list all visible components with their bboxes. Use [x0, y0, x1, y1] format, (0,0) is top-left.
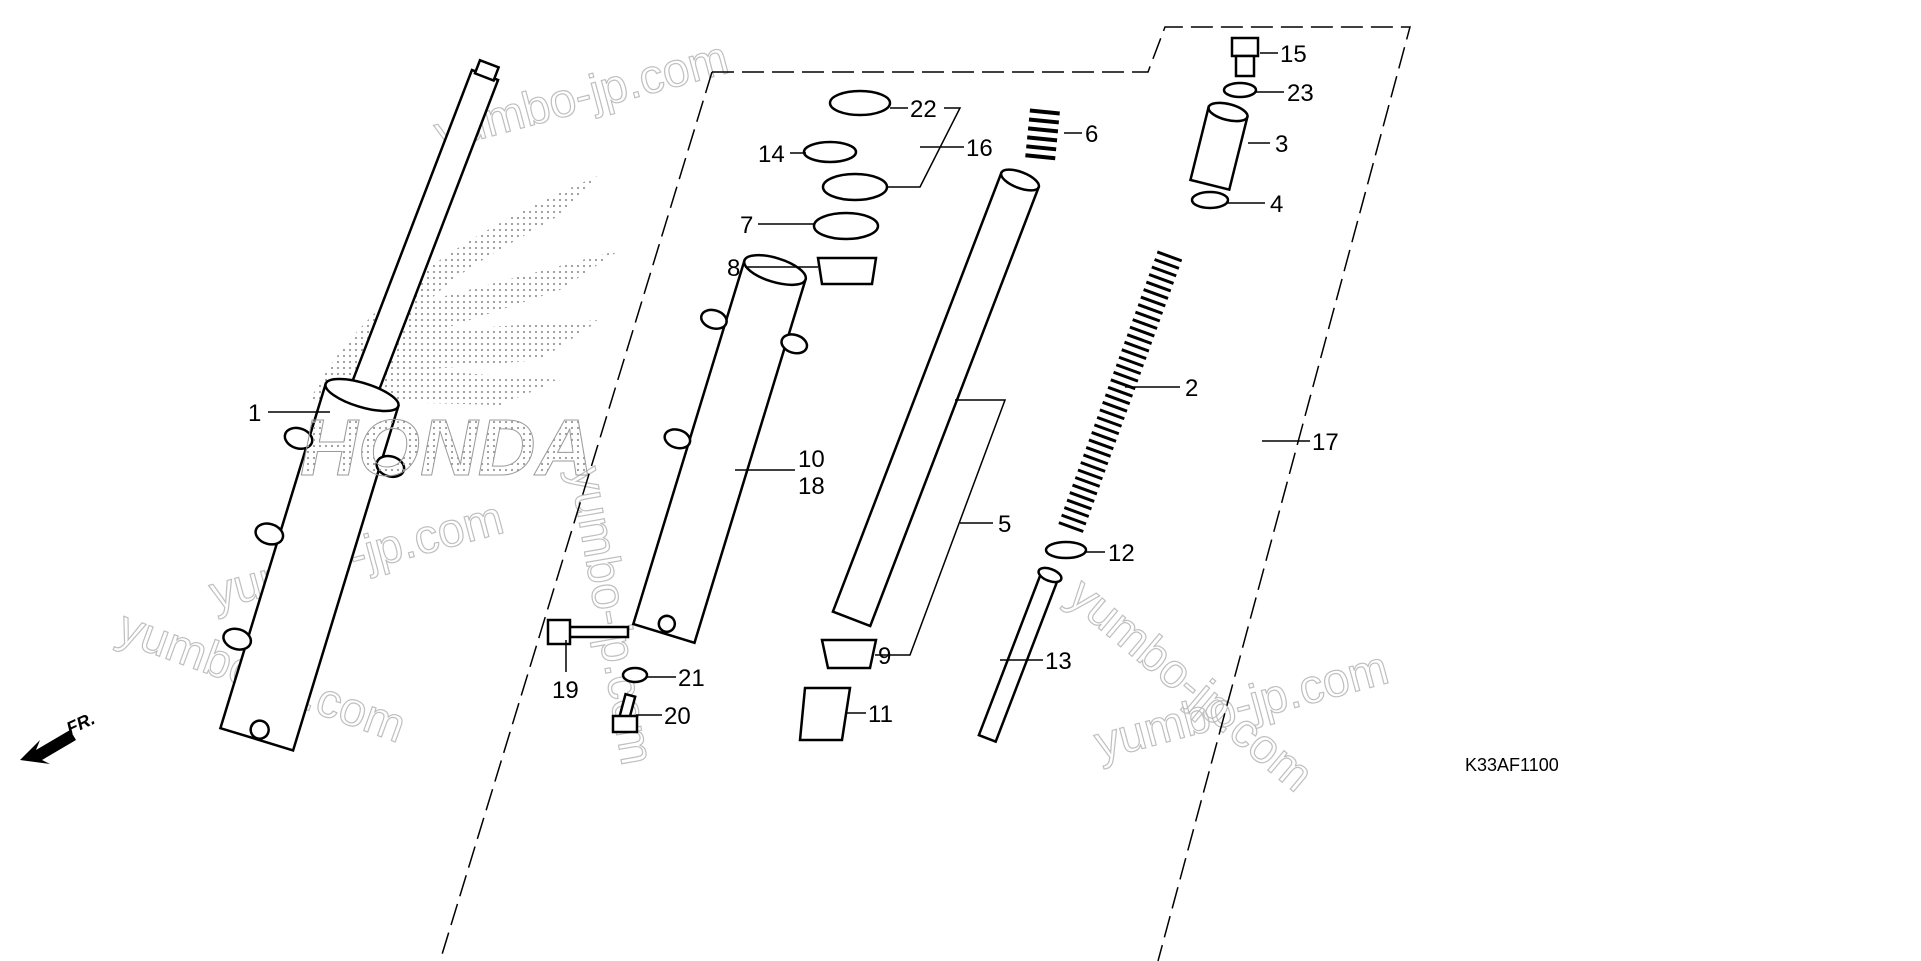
label-1: 1	[248, 400, 261, 427]
leader-lines	[268, 52, 1310, 716]
part-20-screw	[611, 692, 639, 734]
label-11: 11	[868, 701, 893, 728]
label-3: 3	[1275, 131, 1288, 158]
part-7-washer	[812, 211, 880, 241]
label-12: 12	[1108, 540, 1135, 567]
arrow-icon	[20, 730, 76, 764]
part-22-dust-seal	[828, 89, 892, 117]
front-direction-indicator: FR.	[20, 708, 98, 764]
label-21: 21	[678, 665, 705, 692]
fork-assembly-left	[218, 58, 501, 752]
part-19-bolt	[546, 618, 630, 646]
part-23-o-ring	[1222, 81, 1258, 99]
label-18: 18	[798, 473, 825, 500]
label-7: 7	[740, 212, 753, 239]
honda-logo-text: HONDA	[300, 403, 593, 492]
part-15-fork-bolt	[1230, 36, 1260, 78]
part-2-fork-spring	[1057, 250, 1183, 535]
label-17: 17	[1312, 429, 1339, 456]
part-6-spring	[1025, 108, 1060, 162]
part-labels: 1 15 23 22 16 14 6 3 4 7 8 2 17 10 18 5 …	[248, 41, 1339, 730]
label-2: 2	[1185, 375, 1198, 402]
part-16-oil-seal	[821, 172, 889, 202]
label-8: 8	[727, 255, 740, 282]
label-5: 5	[998, 511, 1011, 538]
part-3-collar	[1188, 101, 1249, 192]
label-4: 4	[1270, 191, 1283, 218]
part-14-clip	[802, 140, 858, 164]
label-19: 19	[552, 677, 579, 704]
kit-boundary	[439, 26, 1411, 961]
label-6: 6	[1085, 121, 1098, 148]
label-16: 16	[966, 135, 993, 162]
label-13: 13	[1045, 648, 1072, 675]
part-5-fork-pipe	[831, 168, 1041, 628]
label-15: 15	[1280, 41, 1307, 68]
label-14: 14	[758, 141, 785, 168]
label-20: 20	[664, 703, 691, 730]
label-23: 23	[1287, 80, 1314, 107]
label-9: 9	[878, 643, 891, 670]
part-12-piston-ring	[1044, 540, 1088, 560]
label-22: 22	[910, 96, 937, 123]
part-11-oil-lock-piece	[798, 686, 852, 742]
part-21-washer	[621, 666, 649, 684]
part-4-spring-seat	[1190, 190, 1230, 210]
label-10: 10	[798, 446, 825, 473]
part-10-fork-slider	[631, 253, 809, 645]
part-8-bushing	[816, 256, 878, 286]
diagram-code: K33AF1100	[1465, 755, 1559, 775]
part-9-bushing	[820, 638, 878, 670]
